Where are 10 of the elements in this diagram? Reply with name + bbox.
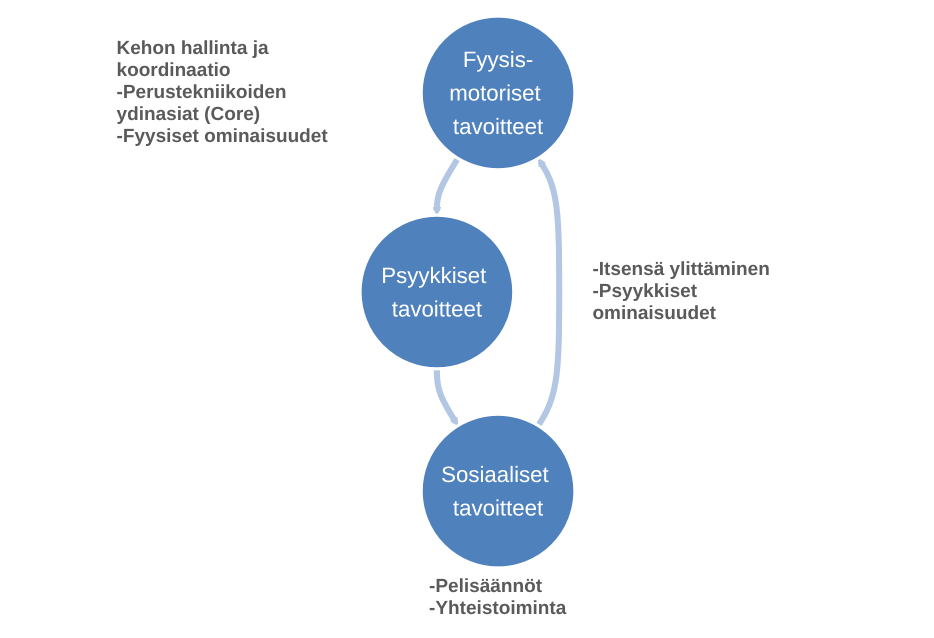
cycle-arrow bbox=[432, 156, 460, 216]
side-note: -Fyysiset ominaisuudet bbox=[116, 126, 328, 148]
side-note: -Yhteistoiminta bbox=[429, 598, 566, 620]
side-note: -Perustekniikoiden ydinasiat (Core) bbox=[116, 82, 288, 126]
side-note: -Pelisäännöt bbox=[429, 576, 542, 598]
side-note: -Itsensä ylittäminen bbox=[592, 259, 770, 281]
side-note: Kehon hallinta ja koordinaatio bbox=[116, 38, 270, 82]
cycle-arrow bbox=[433, 368, 458, 426]
side-note: -Psyykkiset ominaisuudet bbox=[592, 281, 717, 325]
cycle-arrow bbox=[535, 158, 562, 428]
